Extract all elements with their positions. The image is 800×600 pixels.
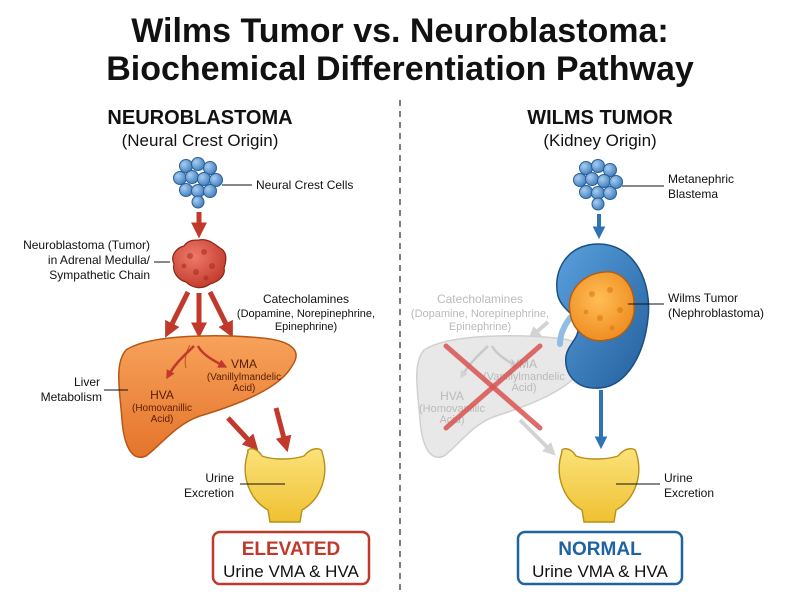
title-line-2: Biochemical Differentiation Pathway: [106, 50, 694, 88]
urine-label-left-line-1: Urine: [205, 471, 234, 485]
vma-label-line-2: (Vanillylmandelic: [207, 372, 281, 383]
wilms-texture: [583, 287, 623, 331]
urine-label-right-line-1: Urine: [664, 471, 693, 485]
elevated-result-box: ELEVATED Urine VMA & HVA: [211, 530, 371, 586]
wilms-vma-line-3: Acid): [511, 382, 536, 394]
elevated-status: ELEVATED: [242, 539, 341, 560]
hva-label-line-2: (Homovanillic: [132, 403, 192, 414]
catecholamines-label-line-1: Catecholamines: [263, 292, 349, 306]
bladder-icon-left: [244, 448, 326, 523]
wilms-catecholamines-line-3: Epinephrine): [449, 321, 511, 333]
arrow-liver-to-bladder-1: [226, 416, 259, 451]
ghost-arrow-in: [528, 320, 550, 340]
normal-result-box: NORMAL Urine VMA & HVA: [516, 530, 684, 586]
urine-label-right-line-2: Excretion: [664, 486, 714, 500]
title-line-1: Wilms Tumor vs. Neuroblastoma:: [131, 12, 669, 50]
neural-crest-label: Neural Crest Cells: [256, 178, 353, 192]
ghost-arrow-to-hva: [460, 345, 489, 379]
wilms-tumor-label-line-2: (Nephroblastoma): [668, 306, 764, 320]
wilms-heading: WILMS TUMOR: [527, 107, 673, 129]
wilms-tumor-icon: [568, 271, 635, 342]
tumor-texture: [181, 249, 215, 281]
catecholamines-label-line-3: Epinephrine): [275, 321, 337, 333]
ghost-arrow-to-vma: [490, 345, 519, 368]
wilms-catecholamines-line-1: Catecholamines: [437, 292, 523, 306]
wilms-tumor-label-line-1: Wilms Tumor: [668, 291, 738, 305]
tumor-label-line-1: Neuroblastoma (Tumor): [23, 238, 150, 252]
catecholamines-label-line-2: (Dopamine, Norepinephrine,: [237, 308, 375, 320]
neuroblastoma-panel: NEUROBLASTOMA (Neural Crest Origin) Neur…: [23, 107, 375, 586]
arrow-to-vma: [196, 345, 228, 368]
arrow-to-hva: [166, 345, 195, 380]
tumor-label-line-2: in Adrenal Medulla/: [48, 253, 151, 267]
vma-label-line-3: Acid): [233, 383, 256, 394]
hva-label-line-3: Acid): [151, 414, 174, 425]
absent-catecholamine-pathway: Catecholamines (Dopamine, Norepinephrine…: [411, 292, 589, 458]
vma-label-line-1: VMA: [231, 357, 257, 371]
tumor-label-line-3: Sympathetic Chain: [49, 268, 150, 282]
blocked-x-icon: [443, 343, 543, 431]
arrow-liver-to-bladder-2: [273, 407, 292, 453]
neuroblastoma-heading: NEUROBLASTOMA: [107, 107, 292, 129]
hva-label-line-1: HVA: [150, 388, 174, 402]
neuroblastoma-subheading: (Neural Crest Origin): [122, 131, 279, 150]
wilms-catecholamines-line-2: (Dopamine, Norepinephrine,: [411, 308, 549, 320]
ghost-arrow-to-bladder: [518, 418, 556, 456]
urine-label-left-line-2: Excretion: [184, 486, 234, 500]
wilms-subheading: (Kidney Origin): [543, 131, 656, 150]
arrow-tumor-to-liver-right: [207, 290, 233, 338]
kidney-hilum: [557, 315, 573, 347]
elevated-detail: Urine VMA & HVA: [223, 562, 359, 581]
liver-ligament-line: [184, 344, 191, 369]
wilms-panel: WILMS TUMOR (Kidney Origin) Metanephric …: [411, 107, 764, 586]
normal-status: NORMAL: [558, 539, 642, 560]
neuroblastoma-tumor-icon: [172, 239, 227, 289]
blastema-label-line-1: Metanephric: [668, 172, 734, 186]
arrow-tumor-to-liver-left: [165, 290, 191, 338]
bladder-icon-right: [558, 448, 640, 523]
liver-icon: [117, 335, 297, 458]
liver-label-line-2: Metabolism: [41, 390, 102, 404]
neural-crest-cells-icon: [173, 157, 223, 209]
normal-detail: Urine VMA & HVA: [532, 562, 668, 581]
liver-label-line-1: Liver: [74, 375, 100, 389]
blastema-label-line-2: Blastema: [668, 187, 718, 201]
wilms-hva-line-1: HVA: [440, 389, 464, 403]
metanephric-blastema-icon: [573, 159, 623, 211]
